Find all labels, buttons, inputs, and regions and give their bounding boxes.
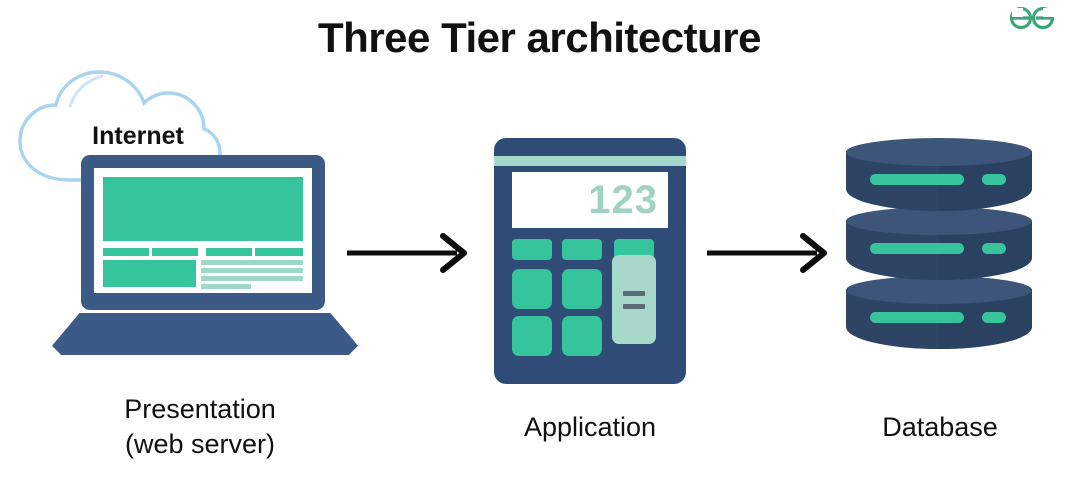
database-disk-top bbox=[846, 207, 1032, 235]
screen-nav-bar bbox=[152, 248, 198, 256]
calculator-key[interactable] bbox=[512, 239, 552, 260]
screen-text-line bbox=[201, 260, 303, 265]
caption-application: Application bbox=[523, 412, 657, 442]
laptop-screen bbox=[94, 168, 312, 293]
database-disk-bar bbox=[870, 312, 964, 323]
calculator-body: 123 bbox=[494, 138, 686, 384]
caption-presentation-line2: (web server) bbox=[124, 428, 276, 459]
screen-side-block bbox=[103, 260, 196, 287]
screen-nav-bar bbox=[206, 248, 252, 256]
arrow-application-to-database-icon bbox=[705, 230, 831, 276]
calculator-key[interactable] bbox=[562, 239, 602, 260]
screen-text-line bbox=[201, 276, 303, 281]
geeksforgeeks-logo-icon bbox=[1003, 2, 1063, 36]
calculator-top-stripe bbox=[494, 156, 686, 166]
database-disk-bar bbox=[870, 174, 964, 185]
calculator-key[interactable] bbox=[512, 316, 552, 356]
database-disk-top bbox=[846, 138, 1032, 166]
database-disk-dot bbox=[982, 312, 1006, 323]
arrow-presentation-to-application-icon bbox=[345, 230, 471, 276]
caption-database: Database bbox=[882, 412, 998, 442]
database-disk-bar bbox=[870, 243, 964, 254]
calculator-key[interactable] bbox=[562, 269, 602, 309]
laptop-icon bbox=[52, 155, 362, 360]
database-disk-dot bbox=[982, 174, 1006, 185]
screen-text-line bbox=[201, 284, 251, 289]
screen-nav-bar bbox=[103, 248, 149, 256]
calculator-key[interactable] bbox=[562, 316, 602, 356]
database-disk bbox=[846, 276, 1032, 362]
laptop-lid bbox=[81, 155, 325, 310]
equals-bar bbox=[623, 291, 645, 296]
laptop-base bbox=[52, 313, 358, 355]
page-title: Three Tier architecture bbox=[318, 14, 761, 61]
screen-nav-bar bbox=[255, 248, 303, 256]
calculator-display-value: 123 bbox=[588, 177, 658, 222]
cloud-icon bbox=[8, 62, 268, 192]
database-icon bbox=[846, 138, 1032, 363]
database-disk-dot bbox=[982, 243, 1006, 254]
caption-presentation: Presentation (web server) bbox=[45, 392, 355, 461]
database-disk-top bbox=[846, 276, 1032, 304]
database-disk bbox=[846, 207, 1032, 293]
caption-presentation-line1: Presentation bbox=[124, 394, 276, 424]
screen-text-line bbox=[201, 268, 303, 273]
screen-hero-block bbox=[103, 177, 303, 241]
calculator-icon: 123 bbox=[494, 138, 686, 384]
calculator-equals-key[interactable] bbox=[612, 255, 656, 344]
database-disk bbox=[846, 138, 1032, 224]
calculator-display: 123 bbox=[512, 172, 668, 228]
equals-bar bbox=[623, 304, 645, 309]
calculator-key[interactable] bbox=[512, 269, 552, 309]
calculator-key[interactable] bbox=[614, 239, 654, 260]
